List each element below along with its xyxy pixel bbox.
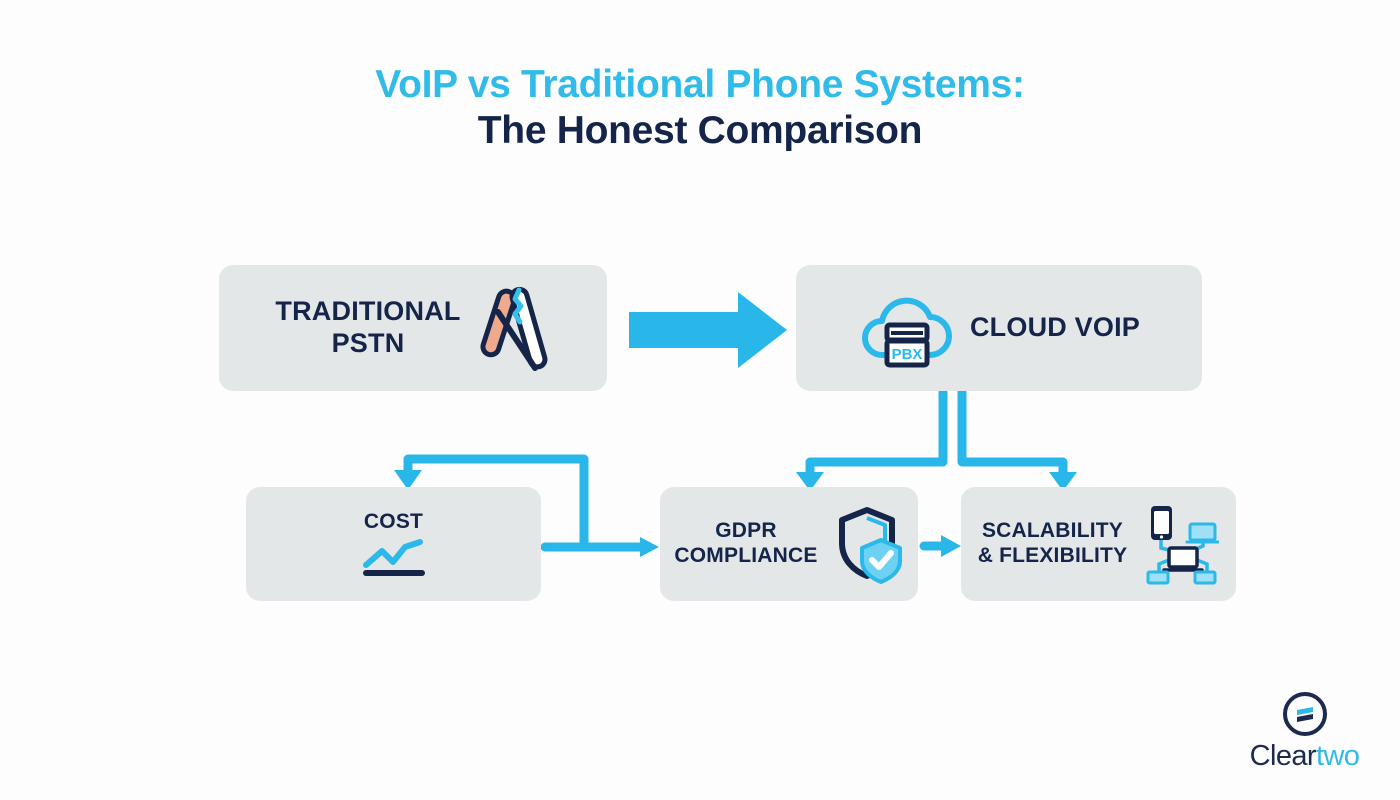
cleartwo-logo[interactable]: Cleartwo bbox=[1232, 690, 1377, 772]
title-line-primary: VoIP vs Traditional Phone Systems: bbox=[375, 63, 1025, 106]
connector-cost-to-gdpr bbox=[540, 537, 659, 557]
node-label-gdpr-compliance: GDPR COMPLIANCE bbox=[674, 519, 818, 567]
cloud-pbx-icon: PBX bbox=[861, 297, 952, 368]
node-cloud-voip[interactable]: PBX CLOUD VOIP bbox=[796, 265, 1202, 391]
node-label-cost: COST bbox=[363, 509, 424, 533]
node-label-cloud-voip: CLOUD VOIP bbox=[969, 312, 1140, 343]
cleartwo-circle-mark bbox=[1282, 692, 1327, 736]
trend-chart-icon bbox=[362, 539, 425, 577]
logo-word-part-1: Clear bbox=[1249, 740, 1317, 772]
connector-gdpr-to-scalability bbox=[919, 535, 961, 557]
shield-check-icon bbox=[838, 507, 902, 584]
title-line-secondary: The Honest Comparison bbox=[477, 108, 923, 152]
node-scalability-flexibility[interactable]: SCALABILITY & FLEXIBILITY bbox=[961, 487, 1236, 601]
crossed-phone-lines-icon bbox=[480, 286, 548, 371]
node-traditional-pstn[interactable]: TRADITIONAL PSTN bbox=[219, 265, 607, 391]
node-gdpr-compliance[interactable]: GDPR COMPLIANCE bbox=[660, 487, 918, 601]
node-label-scalability-flexibility: SCALABILITY & FLEXIBILITY bbox=[977, 519, 1128, 567]
cloud-pbx-icon-text: PBX bbox=[892, 346, 923, 363]
devices-network-icon bbox=[1146, 506, 1220, 585]
logo-word-part-2: two bbox=[1315, 740, 1360, 772]
cleartwo-wordmark: Cleartwo bbox=[1232, 740, 1377, 773]
connector-pstn-to-voip bbox=[629, 292, 787, 368]
page-title: VoIP vs Traditional Phone Systems: The H… bbox=[0, 62, 1400, 153]
node-cost[interactable]: COST bbox=[246, 487, 541, 601]
node-label-traditional-pstn: TRADITIONAL PSTN bbox=[275, 296, 461, 358]
connector-voip-stem bbox=[805, 387, 1068, 479]
